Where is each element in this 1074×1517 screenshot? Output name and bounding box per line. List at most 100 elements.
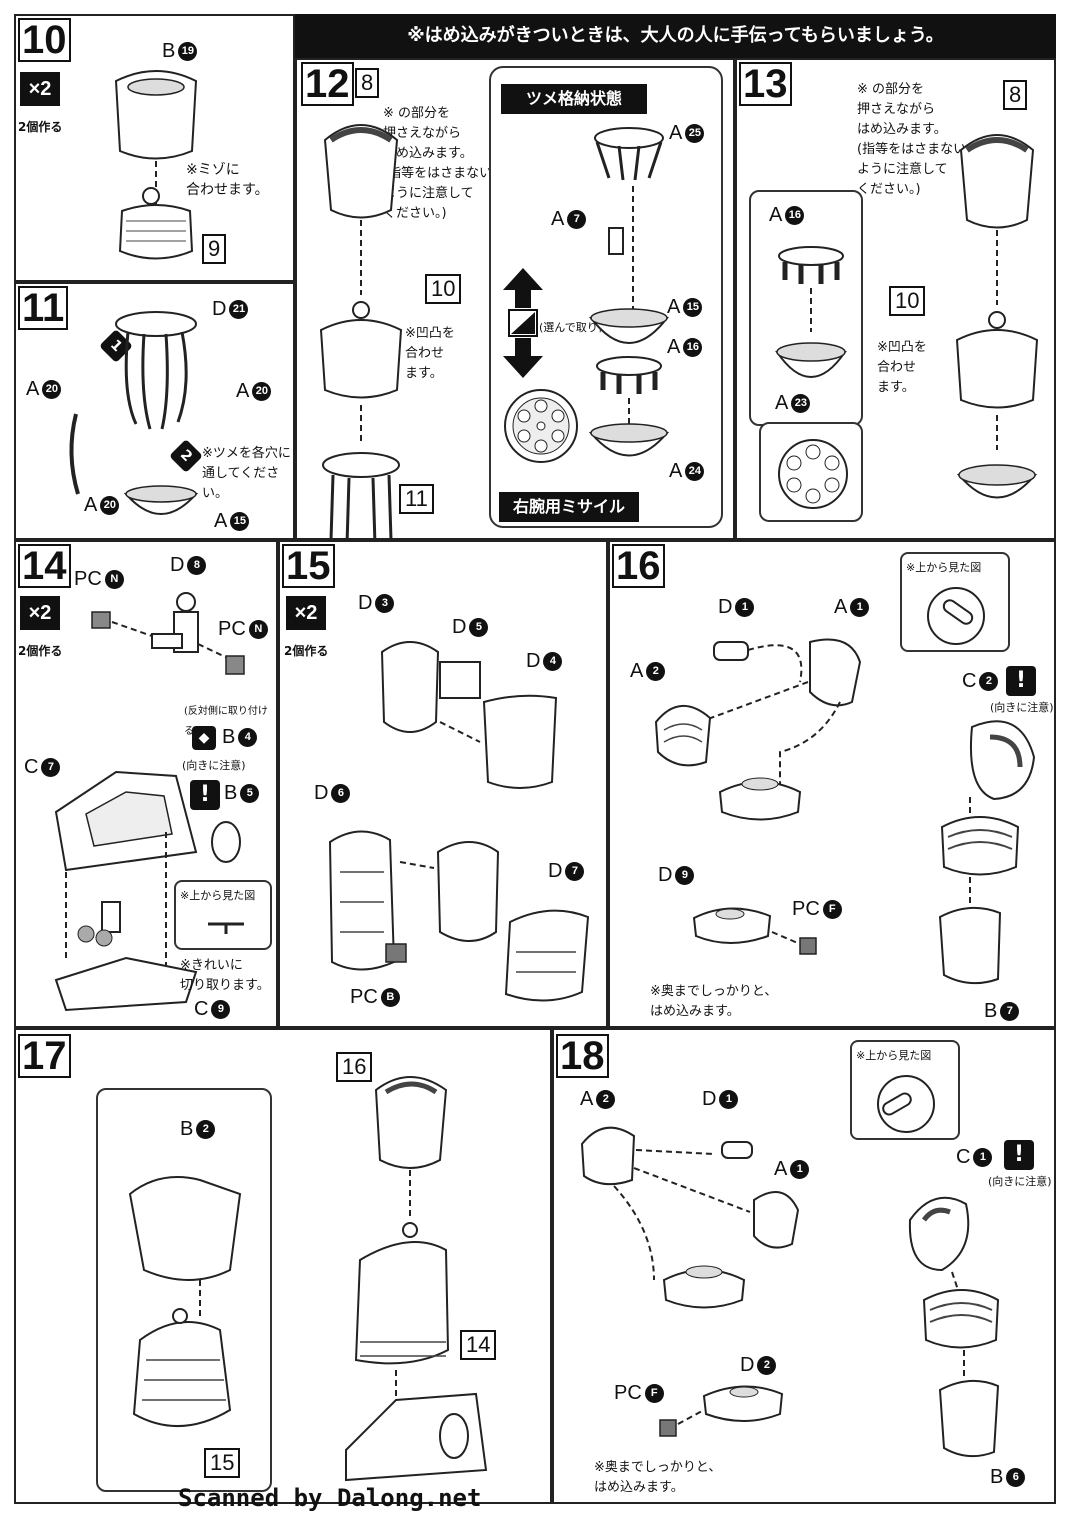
part-letter: A [551,208,565,230]
part-letter: B [224,782,238,804]
part-number: 6 [331,784,351,804]
top-view-inset: ※上から見た図 [174,880,272,950]
socket-illustration [659,1385,784,1437]
base-assembly-illustration [54,770,241,1012]
part-letter: A [669,460,683,482]
top-view-illustration [927,587,985,645]
safety-banner: ※はめ込みがきついときは、大人の人に手伝ってもらいましょう。 [295,14,1056,58]
part-letter: A [669,122,683,144]
sub-assembly-ref: 9 [202,234,227,264]
part-letter: PC [792,898,820,920]
part-letter: A [580,1088,594,1110]
direction-note: (向きに注意) [990,701,1054,714]
socket-illustration [692,907,817,955]
part-letter: D [702,1088,717,1110]
claw-note: ※ツメを各穴に 通してください。 [202,446,291,501]
part-number: 2 [196,1120,216,1140]
step-number: 12 [301,62,354,106]
part-letter: B [180,1118,194,1140]
part-letter: A [667,296,681,318]
part-number: 2 [596,1090,616,1110]
part-letter: A [26,378,40,400]
top-view-illustration [877,1075,935,1133]
part-number: 25 [685,124,705,144]
part-letter: C [24,756,39,778]
step-12-panel: 12 8 ※ の部分を 押さえながら はめ込みます。 (指等をはさまない ように… [295,58,735,546]
step-number: 15 [282,544,335,588]
sub-assembly-ref-8: 8 [355,68,380,98]
sub-assembly-ref-8: 8 [1003,80,1028,110]
part-number: 1 [973,1148,993,1168]
part-number: 1 [790,1160,810,1180]
missile-pod-illustration [775,246,847,378]
step-number: 16 [612,544,665,588]
top-view-caption: ※上から見た図 [856,1049,932,1062]
shoulder-joint-illustration [580,1126,800,1309]
step-number: 10 [18,18,71,62]
top-view-inset: ※上から見た図 [850,1040,960,1140]
part-number: 1 [719,1090,739,1110]
top-view-illustration [208,922,244,934]
part-letter: A [775,392,789,414]
press-note: ※ の部分を 押さえながら はめ込みます。 (指等をはさまない ように注意して … [383,106,493,221]
quantity-badge: ×2 [286,596,326,630]
part-letter: A [834,596,848,618]
part-letter: B [222,726,236,748]
part-number: 1 [735,598,755,618]
part-number: 4 [543,652,563,672]
part-letter: PC [218,618,246,640]
part-number: 1 [850,598,870,618]
part-letter: D [526,650,541,672]
part-number: N [104,570,124,590]
quantity-caption: 2個作る [284,644,329,658]
part-letter: A [769,204,783,226]
part-number: 23 [791,394,811,414]
top-view-caption: ※上から見た図 [906,561,982,574]
sub-assembly-ref-11: 11 [399,484,434,514]
head-stack-illustration [319,124,403,546]
part-number: 2 [646,662,666,682]
part-number: 6 [1006,1468,1026,1488]
shoulder-joint-illustration [654,638,862,821]
part-number: 7 [567,210,587,230]
part-number: 16 [785,206,805,226]
part-number: 20 [100,496,120,516]
quantity-caption: 2個作る [18,644,63,658]
part-number: F [822,900,842,920]
cap-part-illustration [114,70,198,260]
part-letter: PC [74,568,102,590]
joint-parts-illustration [91,592,245,675]
part-letter: A [774,1158,788,1180]
sub-assembly-ref-16: 16 [336,1052,373,1082]
part-number: 9 [211,1000,231,1020]
warning-icon: ! [1004,1140,1034,1170]
sub-assembly-ref-10: 10 [425,274,462,304]
part-letter: C [962,670,977,692]
part-number: N [248,620,268,640]
claw-assembly-illustration [69,311,199,515]
part-letter: D [170,554,185,576]
part-letter: B [990,1466,1004,1488]
right-arm-missile-title: 右腕用ミサイル [499,492,639,522]
step-number: 13 [739,62,792,106]
step-13-panel: 13 ※ の部分を 押さえながら はめ込みます。 (指等をはさまない ように注意… [735,58,1056,540]
insert-note: ※奥までしっかりと、 はめ込みます。 [594,1460,722,1495]
